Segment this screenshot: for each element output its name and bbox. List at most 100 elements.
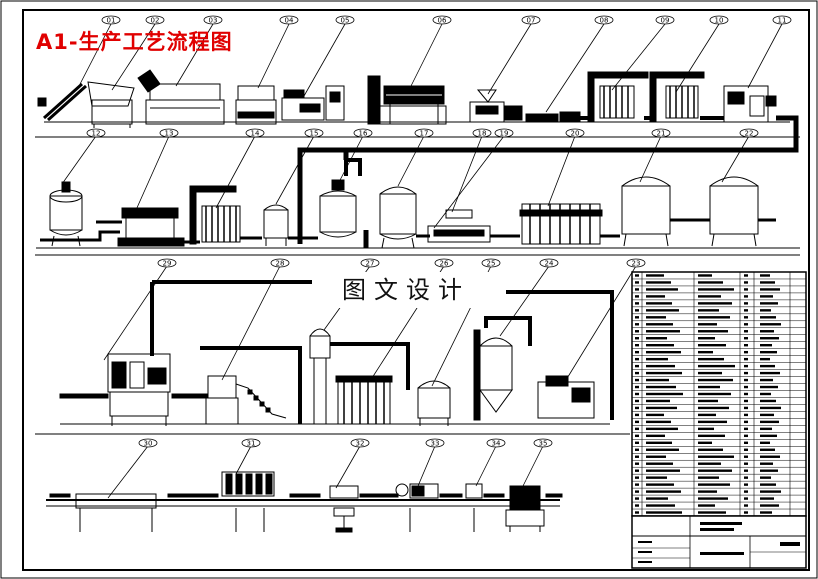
table-cell-text [698,330,728,333]
table-cell-text [698,455,734,458]
table-cell-text [698,462,721,465]
table-cell-text [698,469,732,472]
table-cell-text [635,497,639,500]
table-cell-text [744,330,748,333]
table-cell-text [635,490,639,493]
equipment-label: 19 [500,130,509,138]
table-cell-text [698,406,729,410]
table-cell-text [744,504,748,507]
title-block [631,515,807,569]
equipment-label: 21 [657,130,666,138]
table-cell-text [744,462,748,465]
table-cell-text [635,392,639,396]
table-cell-text [760,497,774,500]
table-cell-text [646,497,668,500]
table-cell-text [760,469,778,472]
equipment-label: 14 [251,130,260,138]
table-cell-text [646,302,672,305]
table-cell-text [635,455,639,458]
drawing-title: A1-生产工艺流程图 [36,30,233,54]
table-cell-text [635,385,639,389]
table-cell-text [698,302,732,305]
table-cell-text [635,309,639,312]
table-cell-text [635,462,639,465]
table-cell-text [646,274,664,277]
table-cell-text [646,483,674,486]
table-cell-text [698,504,715,507]
table-cell-text [635,427,639,431]
table-cell-text [698,371,722,375]
equipment-label: 11 [778,17,787,25]
equipment-label: 31 [247,440,256,448]
table-cell-text [646,420,671,424]
table-cell-text [635,344,639,347]
table-cell-text [744,364,748,368]
table-cell-text [760,420,779,424]
equipment-label: 18 [478,130,487,138]
table-cell-text [698,392,731,396]
equipment-label: 02 [151,17,160,25]
row3-equipment [59,280,614,426]
table-cell-text [744,511,748,514]
table-cell-text [744,434,748,438]
table-cell-text [635,357,639,361]
row2-equipment [36,150,800,249]
table-cell-text [744,399,748,403]
table-cell-text [698,350,713,354]
table-cell-text [698,309,719,312]
table-cell-text [760,483,776,486]
table-cell-text [744,316,748,319]
table-cell-text [744,406,748,410]
table-cell-text [646,511,682,514]
table-cell-text [646,392,683,396]
equipment-label: 10 [715,17,724,25]
table-cell-text [698,274,712,277]
table-cell-text [760,427,772,431]
table-cell-text [744,448,748,451]
table-cell-text [646,357,668,361]
equipment-label: 27 [366,260,375,268]
table-cell-text [760,385,778,389]
table-cell-text [760,302,778,305]
table-cell-text [744,385,748,389]
table-cell-text [698,511,726,514]
equipment-label: 30 [144,440,153,448]
table-cell-text [698,448,723,451]
table-cell-text [698,420,727,424]
table-cell-text [646,350,681,354]
table-cell-text [646,504,675,507]
table-cell-text [646,462,673,465]
table-cell-text [744,476,748,479]
table-cell-text [698,434,725,438]
table-cell-text [698,281,723,284]
table-cell-text [635,483,639,486]
table-cell-text [744,309,748,312]
table-cell-text [698,476,719,479]
equipment-label: 13 [165,130,174,138]
table-cell-text [760,309,771,312]
table-cell-text [760,323,781,326]
table-cell-text [635,476,639,479]
table-cell-text [744,378,748,382]
table-cell-text [760,357,770,361]
table-cell-text [646,323,673,326]
equipment-label: 07 [527,17,536,25]
table-cell-text [760,344,772,347]
table-cell-text [635,378,639,382]
table-cell-text [698,323,717,326]
equipment-label: 33 [431,440,440,448]
table-cell-text [760,378,773,382]
equipment-label: 29 [163,260,172,268]
table-cell-text [744,392,748,396]
table-cell-text [744,288,748,291]
table-cell-text [760,434,777,438]
table-cell-text [760,413,774,417]
row-dividers [35,136,800,435]
table-cell-text [744,323,748,326]
table-cell-text [744,302,748,305]
equipment-label: 16 [359,130,368,138]
table-cell-text [646,281,671,284]
table-cell-text [635,511,639,514]
table-cell-text [646,378,669,382]
